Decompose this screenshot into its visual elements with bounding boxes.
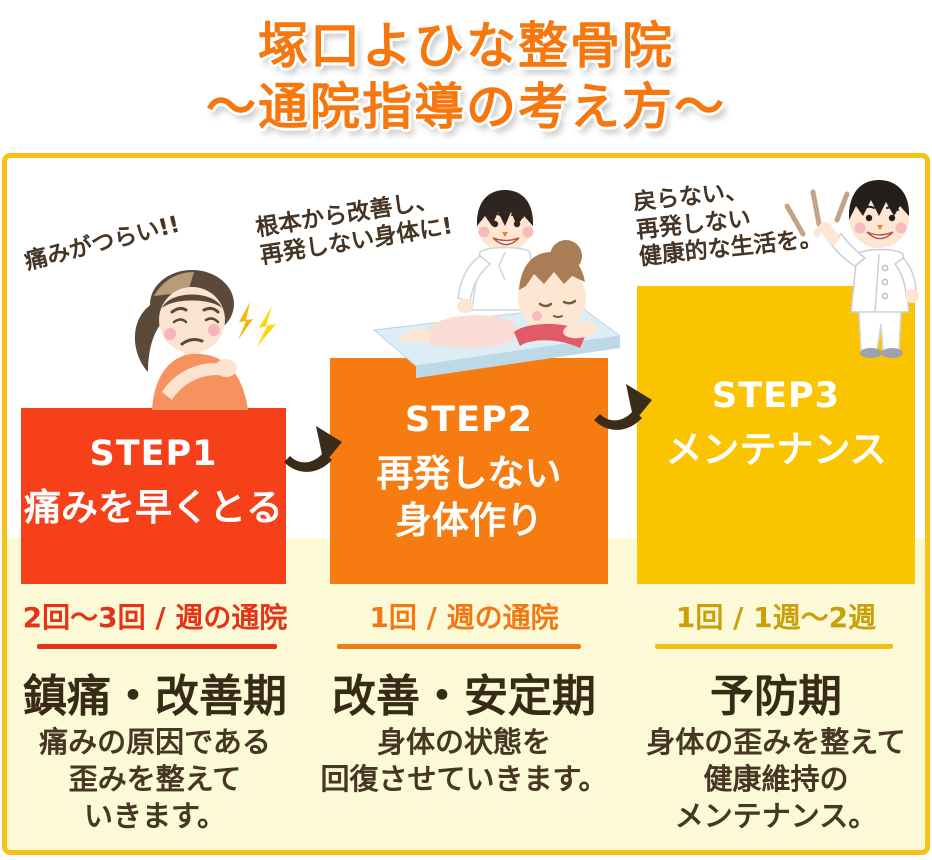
step3-bar: STEP3 メンテナンス: [637, 286, 915, 584]
step2-frequency: 1回 / 週の通院: [369, 601, 559, 634]
curved-arrow-icon: [284, 426, 342, 472]
step1-underline: [37, 644, 277, 649]
step1-description: 痛みの原因である 歪みを整えて いきます。: [39, 725, 271, 834]
step1-frequency: 2回～3回 / 週の通院: [22, 601, 288, 634]
emphasis-lines-icon: [784, 189, 850, 237]
massage-treatment-illustration: [372, 190, 622, 378]
step3-phase: 予防期: [710, 671, 842, 722]
step2-phase: 改善・安定期: [332, 671, 596, 722]
pain-flash-icon: [238, 302, 276, 347]
woman-in-pain-illustration: [134, 270, 248, 410]
step1-phase: 鎮痛・改善期: [23, 671, 287, 722]
step3-description: 身体の歪みを整えて 健康維持の メンテナンス。: [646, 725, 906, 834]
page-title-line2: ～通院指導の考え方～: [206, 78, 726, 136]
step1-name: 痛みを早くとる: [24, 486, 283, 529]
practitioner-pointing-illustration: [784, 180, 919, 358]
step2-label: STEP2: [405, 400, 533, 440]
step3-label: STEP3: [712, 376, 840, 416]
bottom-band: [7, 538, 925, 850]
curved-arrow-icon: [594, 384, 652, 430]
step2-name: 再発しない 身体作り: [376, 452, 562, 543]
step2-bar: STEP2 再発しない 身体作り: [330, 358, 608, 584]
page-title: 塚口よひな整骨院 ～通院指導の考え方～: [0, 16, 932, 138]
step3-underline: [655, 644, 893, 649]
step3-name: メンテナンス: [665, 428, 887, 471]
page-title-line1: 塚口よひな整骨院: [258, 17, 674, 75]
step1-bar: STEP1 痛みを早くとる: [21, 408, 286, 584]
step1-label: STEP1: [89, 434, 218, 474]
step2-underline: [337, 644, 581, 649]
step2-description: 身体の状態を 回復させていきます。: [320, 725, 608, 797]
step3-frequency: 1回 / 1週～2週: [675, 601, 877, 634]
